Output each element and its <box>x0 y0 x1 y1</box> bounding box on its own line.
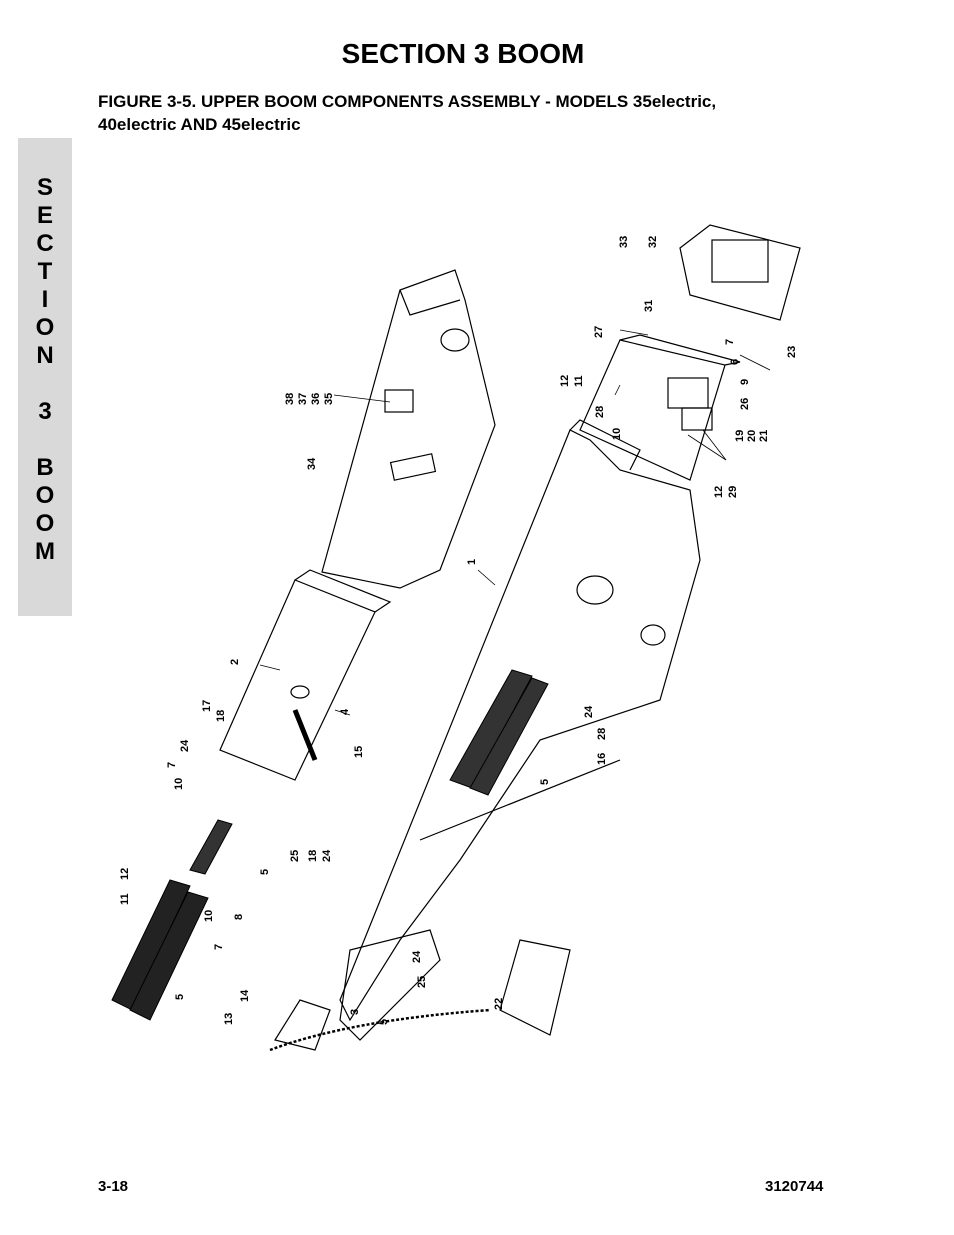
exploded-assembly-drawing: 1 2 3 4 5 5 5 5 6 7 7 7 8 9 10 10 10 11 … <box>111 224 801 1052</box>
leader-lines <box>259 329 771 716</box>
callout-7-a: 7 <box>724 339 736 345</box>
callout-10-b: 10 <box>173 778 185 790</box>
callout-9: 9 <box>739 379 751 385</box>
callout-11-a: 11 <box>573 375 585 387</box>
callout-26: 26 <box>739 398 751 410</box>
callout-25-a: 25 <box>289 850 301 862</box>
platform-box <box>579 334 741 481</box>
callout-8: 8 <box>233 914 245 920</box>
callout-17: 17 <box>201 700 213 712</box>
callouts: 1 2 3 4 5 5 5 5 6 7 7 7 8 9 10 10 10 11 … <box>119 236 798 1025</box>
mounting-and-hose <box>269 929 571 1052</box>
callout-10-c: 10 <box>203 910 215 922</box>
callout-28-b: 28 <box>596 728 608 740</box>
callout-37: 37 <box>297 393 309 405</box>
callout-38: 38 <box>284 393 296 405</box>
callout-29: 29 <box>727 486 739 498</box>
callout-12-c: 12 <box>713 486 725 498</box>
fly-boom-tube <box>219 569 392 781</box>
callout-24-b: 24 <box>321 849 333 862</box>
callout-5-c: 5 <box>174 994 186 1000</box>
figure-title-line-2: 40electric AND 45electric <box>98 115 301 134</box>
callout-33: 33 <box>618 236 630 248</box>
callout-4: 4 <box>339 708 351 715</box>
callout-27: 27 <box>593 326 605 338</box>
figure-title: FIGURE 3-5. UPPER BOOM COMPONENTS ASSEMB… <box>98 90 858 136</box>
document-number: 3120744 <box>765 1178 824 1195</box>
main-boom <box>339 419 701 1022</box>
wear-pads <box>111 669 549 1021</box>
callout-5-b: 5 <box>539 779 551 785</box>
figure-title-line-1: FIGURE 3-5. UPPER BOOM COMPONENTS ASSEMB… <box>98 92 717 111</box>
callout-6: 6 <box>729 359 741 365</box>
callout-3: 3 <box>349 1009 361 1015</box>
callout-24-a: 24 <box>179 739 191 752</box>
callout-12-a: 12 <box>559 375 571 387</box>
callout-18-a: 18 <box>215 710 227 722</box>
section-heading: SECTION 3 BOOM <box>341 38 585 69</box>
control-box-cover <box>679 224 801 321</box>
callout-24-d: 24 <box>411 950 423 963</box>
callout-2: 2 <box>229 659 241 665</box>
callout-20: 20 <box>746 430 758 442</box>
callout-23: 23 <box>786 346 798 358</box>
callout-35: 35 <box>323 393 335 405</box>
callout-5-d: 5 <box>378 1019 390 1025</box>
callout-18-b: 18 <box>307 850 319 862</box>
callout-15: 15 <box>353 746 365 758</box>
callout-21: 21 <box>758 430 770 442</box>
callout-25-b: 25 <box>416 976 428 988</box>
callout-28-a: 28 <box>594 406 606 418</box>
page-number: 3-18 <box>98 1178 129 1195</box>
callout-11-b: 11 <box>119 893 131 905</box>
callout-7-b: 7 <box>166 762 178 768</box>
callout-32: 32 <box>647 236 659 248</box>
callout-24-c: 24 <box>583 705 595 718</box>
section-side-tab: S E C T I O N 3 B O O M <box>18 138 72 616</box>
callout-16: 16 <box>596 753 608 765</box>
callout-34: 34 <box>306 457 318 470</box>
callout-31: 31 <box>643 300 655 312</box>
callout-7-c: 7 <box>213 944 225 950</box>
side-tab-letters: S E C T I O N 3 B O O M <box>35 174 55 565</box>
callout-10-a: 10 <box>611 428 623 440</box>
boom-tip-section <box>321 269 496 589</box>
callout-5-a: 5 <box>259 869 271 875</box>
callout-36: 36 <box>310 393 322 405</box>
callout-19: 19 <box>734 430 746 442</box>
callout-13: 13 <box>223 1013 235 1025</box>
callout-22: 22 <box>493 998 505 1010</box>
callout-14: 14 <box>239 989 251 1002</box>
callout-1: 1 <box>466 559 478 565</box>
callout-12-b: 12 <box>119 868 131 880</box>
